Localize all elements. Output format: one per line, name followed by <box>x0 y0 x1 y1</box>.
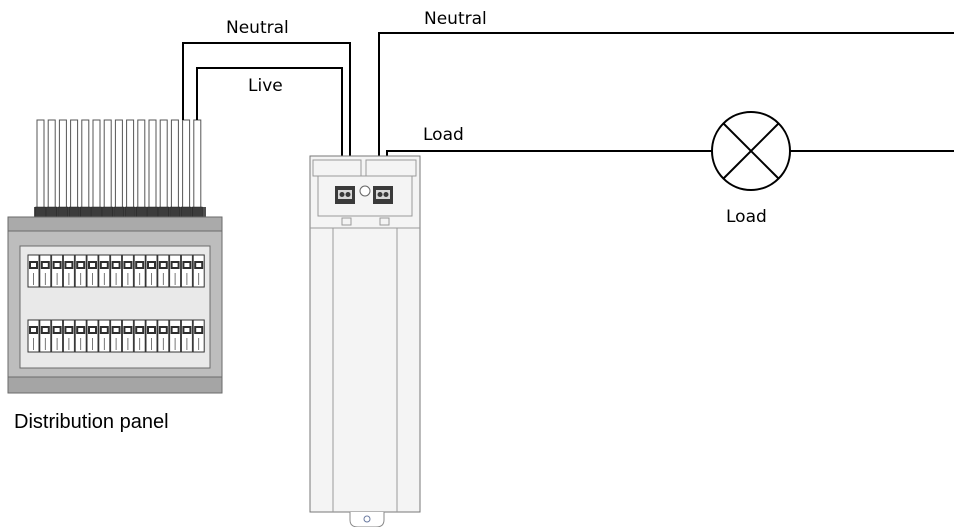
panel-cable <box>47 119 56 209</box>
label-load-wire: Load <box>423 125 464 145</box>
panel-cable <box>159 119 168 209</box>
load-wire <box>386 150 712 192</box>
breaker <box>133 319 146 353</box>
breaker <box>110 254 123 288</box>
breaker-row-top <box>27 254 205 288</box>
breaker <box>39 254 52 288</box>
panel-cable <box>103 119 112 209</box>
breaker <box>39 319 52 353</box>
breaker <box>98 319 111 353</box>
panel-cable <box>70 119 79 209</box>
breaker <box>62 319 75 353</box>
breaker-row-bottom <box>27 319 205 353</box>
breaker <box>180 319 193 353</box>
panel-cable <box>114 119 123 209</box>
breaker <box>133 254 146 288</box>
breaker <box>192 319 205 353</box>
breaker <box>74 254 87 288</box>
breaker <box>169 319 182 353</box>
neutral-wire-right <box>378 32 954 192</box>
label-load-lamp: Load <box>726 207 767 227</box>
panel-cable <box>81 119 90 209</box>
breaker <box>86 319 99 353</box>
breaker <box>180 254 193 288</box>
terminal-left-screws <box>338 190 352 199</box>
panel-cable <box>126 119 135 209</box>
breaker <box>145 254 158 288</box>
distribution-panel <box>7 119 223 394</box>
label-neutral-panel: Neutral <box>226 18 289 38</box>
panel-cable <box>36 119 45 209</box>
panel-cable <box>58 119 67 209</box>
panel-cable <box>137 119 146 209</box>
label-neutral-right: Neutral <box>424 9 487 29</box>
panel-cable <box>92 119 101 209</box>
breaker <box>51 319 64 353</box>
terminal-right-screws <box>376 190 390 199</box>
breaker <box>145 319 158 353</box>
breaker <box>110 319 123 353</box>
breaker <box>98 254 111 288</box>
breaker <box>169 254 182 288</box>
breaker <box>192 254 205 288</box>
label-live: Live <box>248 76 283 96</box>
breaker <box>27 319 40 353</box>
breaker <box>27 254 40 288</box>
breaker <box>121 254 134 288</box>
breaker <box>74 319 87 353</box>
panel-cable <box>182 119 191 209</box>
panel-cable <box>193 119 202 209</box>
panel-cables <box>36 119 202 209</box>
wires <box>182 32 954 192</box>
cable-glands <box>35 206 203 220</box>
lamp-symbol-icon <box>711 111 791 191</box>
device-body <box>309 155 421 513</box>
panel-bottom-band <box>7 376 223 394</box>
panel-top-band <box>7 216 223 232</box>
breaker <box>157 254 170 288</box>
breaker <box>121 319 134 353</box>
panel-cable <box>170 119 179 209</box>
label-distribution-panel: Distribution panel <box>14 411 169 433</box>
breaker <box>157 319 170 353</box>
breaker <box>51 254 64 288</box>
breaker <box>86 254 99 288</box>
breaker <box>62 254 75 288</box>
panel-cable <box>148 119 157 209</box>
neutral-wire-panel <box>182 42 351 192</box>
mount-screw <box>359 185 371 197</box>
terminal-block-area <box>317 175 413 217</box>
live-wire <box>196 67 343 192</box>
din-rail-device <box>309 155 421 527</box>
